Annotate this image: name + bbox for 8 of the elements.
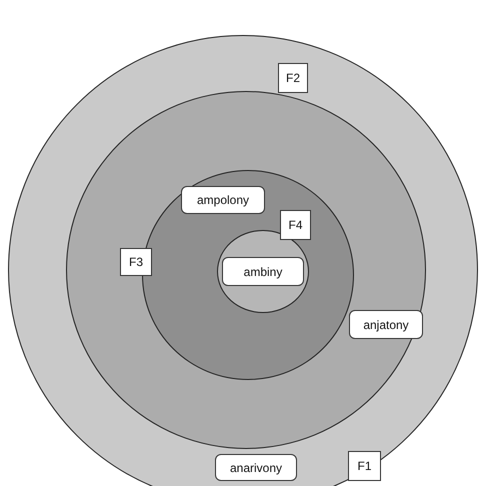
- text-label: F1: [348, 451, 381, 481]
- text-label: F2: [278, 63, 308, 93]
- text-label: ampolony: [181, 186, 265, 214]
- text-label: anjatony: [349, 310, 423, 339]
- text-label: F3: [120, 248, 152, 276]
- text-label: anarivony: [215, 454, 297, 481]
- text-label: ambiny: [222, 257, 304, 286]
- text-label: F4: [280, 210, 311, 240]
